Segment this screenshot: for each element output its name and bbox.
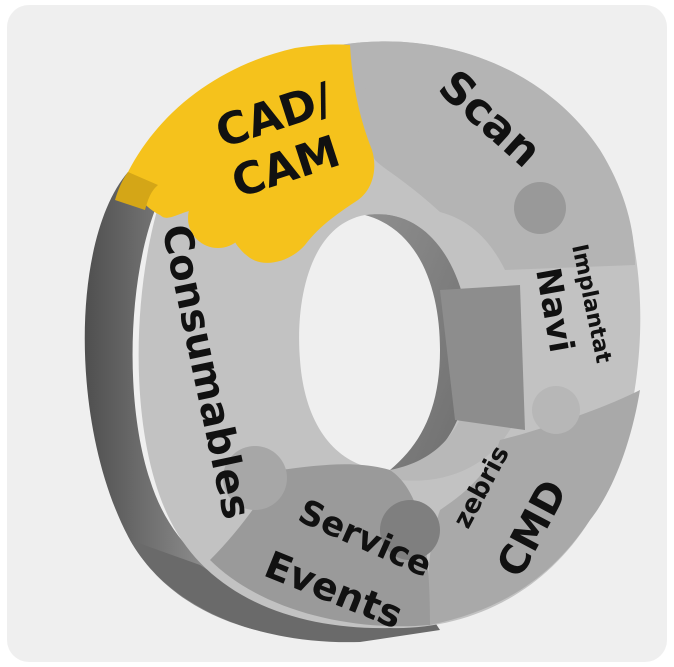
segment-scan-face (340, 41, 635, 271)
ring-inner-connector (440, 285, 525, 430)
knob-implantat (514, 182, 566, 234)
ring-inner-wall (365, 214, 470, 470)
knob-scan (358, 76, 426, 144)
segment-zebris-face (428, 390, 640, 625)
knob-zebris (532, 386, 580, 434)
knob-service (380, 500, 440, 560)
knob-consumables (223, 446, 287, 510)
segment-cad-cam (128, 44, 375, 263)
segment-cad-cam-side (115, 172, 158, 210)
knob-cad-cam (188, 188, 248, 248)
ring-outer-side (84, 172, 340, 640)
